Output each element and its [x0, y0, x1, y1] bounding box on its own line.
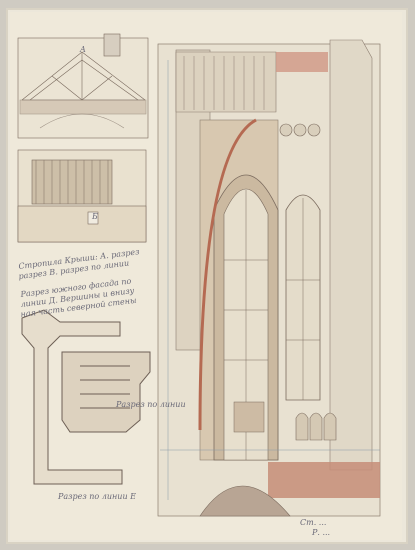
main-facade-drawing — [157, 39, 381, 517]
caption-line: Разрез по линии Е — [58, 492, 136, 501]
signature-line: Р. ... — [312, 528, 331, 537]
caption-line: Разрез по линии — [116, 400, 186, 409]
panel-letter-a: A — [80, 45, 86, 54]
floor-plan-drawing — [21, 309, 151, 485]
cross-section-drawing — [17, 149, 147, 243]
signature-line: Ст. ... — [300, 518, 327, 527]
panel-letter-b: Б — [92, 212, 98, 221]
roof-truss-drawing — [17, 33, 149, 139]
